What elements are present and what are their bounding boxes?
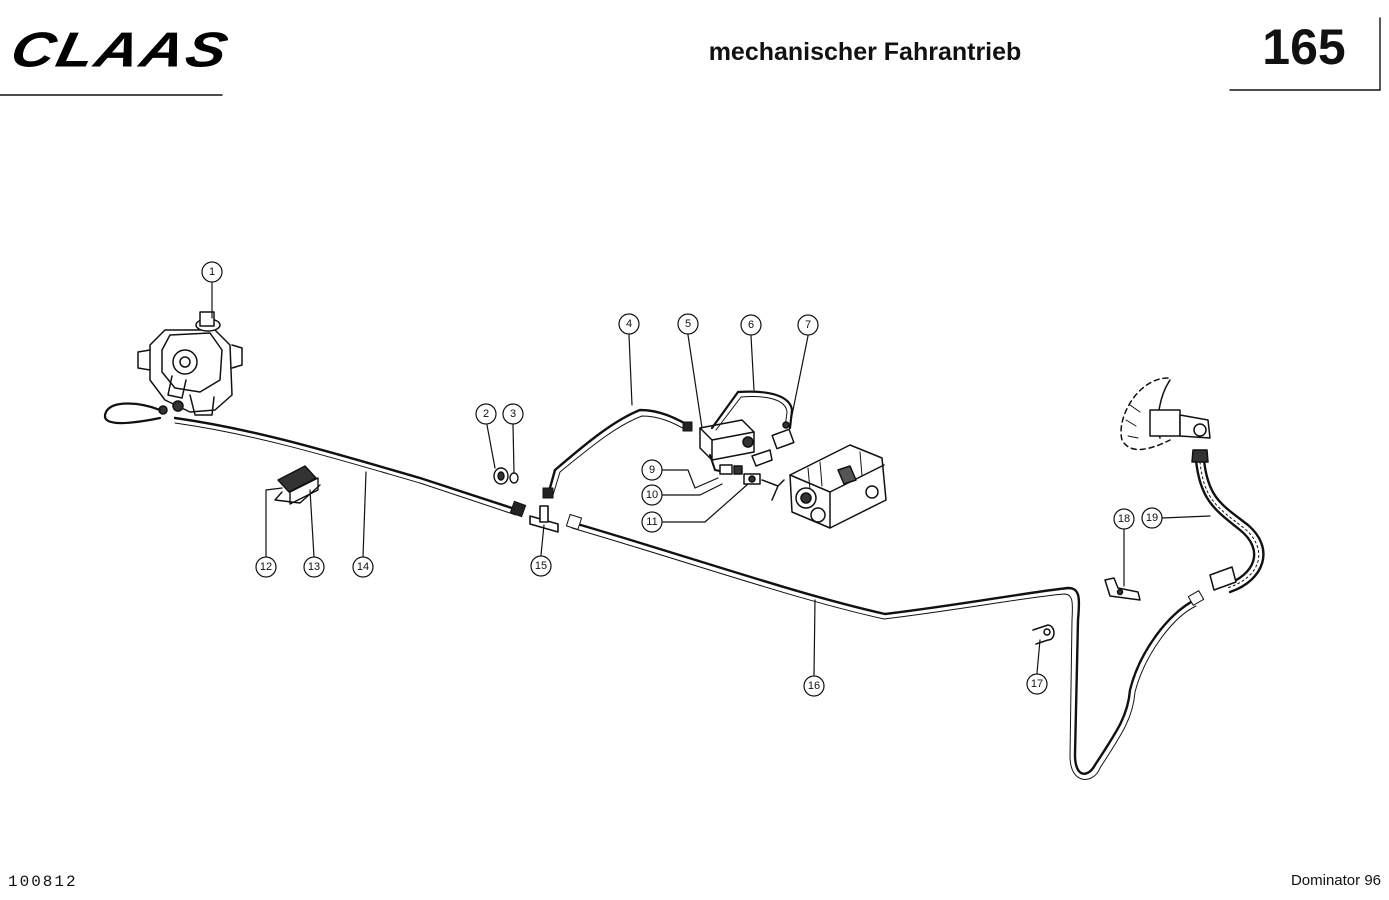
- callout-16: 16: [808, 680, 820, 692]
- callout-17: 17: [1031, 678, 1043, 690]
- header-frame: [0, 17, 1381, 96]
- callout-9: 9: [649, 464, 655, 476]
- callout-4: 4: [626, 318, 632, 330]
- callout-numbers: 1 2 3 4 5 6 7 9 10 11 12 13 14 15 16 17 …: [209, 266, 1158, 692]
- callout-13: 13: [308, 561, 320, 573]
- loop-line: [103, 402, 162, 425]
- callout-2: 2: [483, 408, 489, 420]
- pipe-part-4: [542, 408, 693, 499]
- fitting-part-7: [771, 421, 795, 450]
- brake-line-part-16: [565, 513, 1205, 780]
- nut-washer-part-2-3: [493, 467, 519, 485]
- callout-1: 1: [209, 266, 215, 278]
- callout-11: 11: [646, 516, 657, 528]
- master-cylinder-part-1: [137, 311, 243, 416]
- page-title: mechanischer Fahrantrieb: [708, 38, 1022, 66]
- callout-14: 14: [357, 561, 369, 573]
- valve-part-5: [699, 419, 773, 467]
- callout-7: 7: [805, 319, 811, 331]
- callout-19: 19: [1146, 512, 1158, 524]
- hose-part-19: [1191, 449, 1265, 594]
- callout-18: 18: [1118, 513, 1130, 525]
- tee-fitting-part-15: [529, 505, 559, 533]
- callout-12: 12: [260, 561, 272, 573]
- callout-5: 5: [685, 318, 691, 330]
- wheel-brake-cylinder: [1120, 377, 1211, 451]
- callout-10: 10: [646, 489, 658, 501]
- bracket-part-18: [1104, 577, 1141, 601]
- document-number: 100812: [8, 873, 78, 891]
- gearbox-housing: [789, 444, 887, 529]
- callout-6: 6: [748, 319, 754, 331]
- fittings-part-9-10-11: [719, 464, 785, 501]
- model-name: Dominator 96: [1290, 872, 1381, 889]
- callout-3: 3: [510, 408, 516, 420]
- pad-part-12-13: [274, 465, 321, 505]
- callout-markers: [201, 261, 1211, 697]
- clip-part-17: [1032, 624, 1055, 645]
- page-number: 165: [1262, 19, 1346, 75]
- brake-line-part-14: [173, 416, 527, 518]
- callout-15: 15: [535, 560, 547, 572]
